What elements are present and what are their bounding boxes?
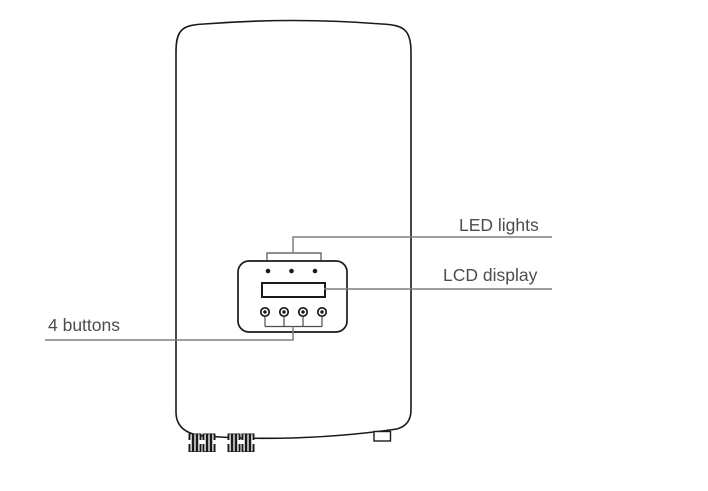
led-light-2 xyxy=(289,268,294,274)
control-button-1 xyxy=(259,306,271,318)
control-button-4 xyxy=(316,306,328,318)
buttons-leader-line xyxy=(45,326,294,341)
dc-connector-group xyxy=(188,433,255,452)
inverter-body xyxy=(175,19,412,440)
control-button-2 xyxy=(278,306,290,318)
led-bracket xyxy=(266,252,322,261)
dc-connector-1 xyxy=(188,433,202,452)
dc-connector-3 xyxy=(227,433,241,452)
lcd-display-label: LCD display xyxy=(443,265,538,285)
lcd-screen xyxy=(261,282,326,298)
dc-connector-2 xyxy=(202,433,216,452)
led-group xyxy=(265,268,318,274)
dc-connector-4 xyxy=(241,433,255,452)
bottom-right-fitting xyxy=(373,430,392,442)
control-button-3 xyxy=(297,306,309,318)
led-leader-line xyxy=(292,236,552,253)
led-light-3 xyxy=(312,268,318,274)
led-lights-label: LED lights xyxy=(459,215,539,235)
led-light-1 xyxy=(265,268,271,274)
four-buttons-label: 4 buttons xyxy=(48,315,120,335)
button-group xyxy=(259,306,328,318)
